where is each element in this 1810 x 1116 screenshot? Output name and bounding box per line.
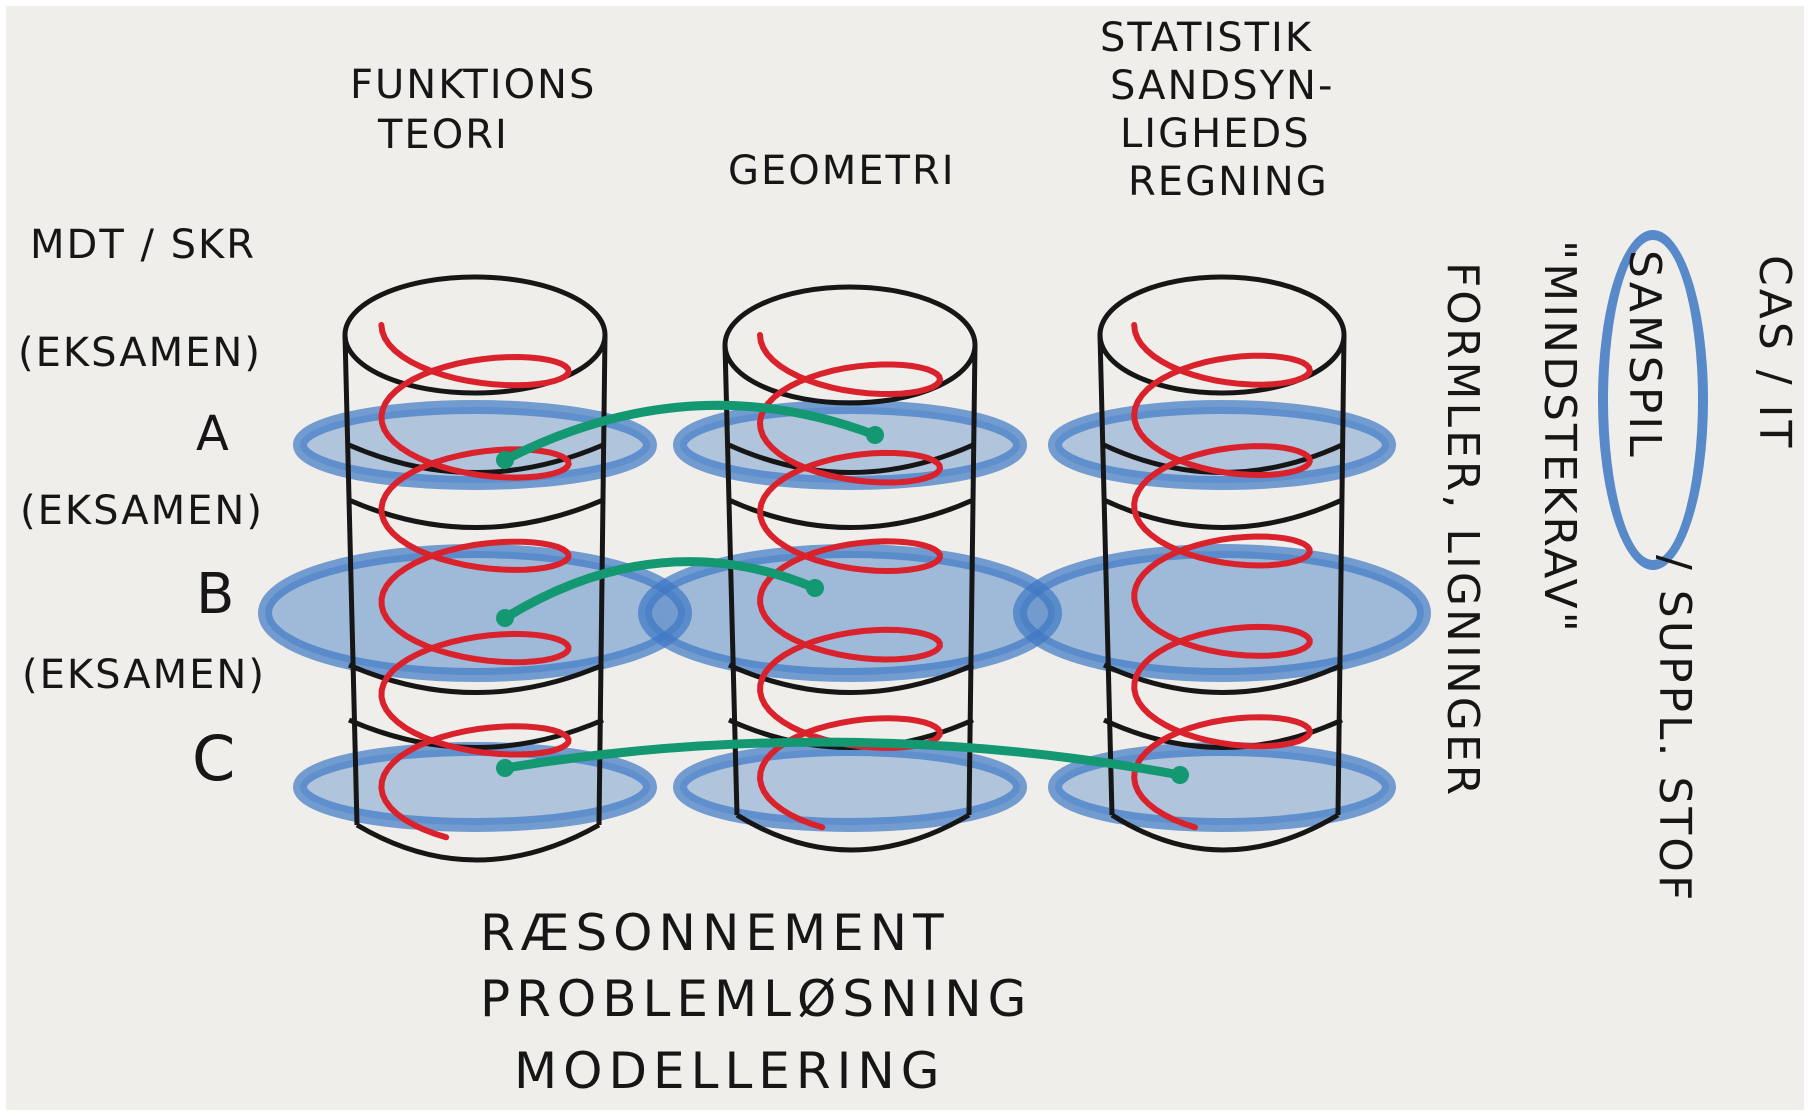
cylinder-bottom — [355, 822, 601, 863]
cylinder-bottom — [735, 812, 971, 853]
cylinder-section-line — [348, 662, 604, 695]
cylinder-side-left — [342, 334, 360, 826]
samspil-oval — [1598, 230, 1708, 570]
label-eksamen-2: (EKSAMEN) — [20, 488, 264, 534]
label-eksamen-1: (EKSAMEN) — [18, 330, 262, 376]
connector-end-dot — [496, 451, 514, 469]
column-title-line: TEORI — [378, 112, 509, 158]
column-title-statistik: STATISTIK SANDSYN- LIGHEDS REGNING — [1100, 14, 1334, 206]
connector-end-dot — [1171, 766, 1189, 784]
cylinder-section-line — [727, 442, 975, 475]
column-title-line: STATISTIK — [1100, 15, 1314, 61]
cylinder-side-left — [722, 344, 740, 816]
connector-arc — [500, 400, 880, 465]
level-ring — [638, 544, 1062, 682]
connector-end-dot — [496, 759, 514, 777]
cylinder-section-line — [348, 717, 604, 750]
column-title-funktionsteori: FUNKTIONS TEORI — [350, 60, 596, 160]
cylinder-side-right — [1335, 334, 1347, 816]
label-modellering: MODELLERING — [514, 1042, 946, 1100]
label-mdt-skr: MDT / SKR — [30, 222, 257, 268]
spiral — [378, 322, 572, 841]
level-ring — [293, 400, 657, 490]
column-title-geometri: GEOMETRI — [728, 146, 956, 196]
label-level-b: B — [196, 562, 237, 627]
level-rings — [258, 400, 1431, 832]
label-level-a: A — [196, 406, 231, 462]
cylinder-side-right — [966, 344, 978, 816]
column-title-line: FUNKTIONS — [350, 62, 597, 108]
column-title-line: GEOMETRI — [728, 148, 956, 194]
connector-end-dot — [866, 426, 884, 444]
column-title-line: SANDSYN- — [1110, 63, 1335, 109]
label-eksamen-3: (EKSAMEN) — [22, 652, 266, 698]
cylinder-bottom — [1110, 812, 1340, 853]
connectors — [496, 400, 1189, 784]
connector-end-dot — [496, 609, 514, 627]
connector-arc — [500, 737, 1185, 780]
column-title-line: LIGHEDS — [1120, 111, 1311, 157]
level-ring — [1013, 544, 1431, 682]
label-level-c: C — [192, 722, 238, 795]
spiral — [1131, 322, 1313, 831]
cylinder-side-left — [1097, 334, 1115, 816]
connector-end-dot — [806, 579, 824, 597]
label-problemloesning: PROBLEMLØSNING — [480, 970, 1033, 1028]
connector-arc — [500, 557, 820, 623]
column-title-line: REGNING — [1128, 159, 1329, 205]
label-raesonnement: RÆSONNEMENT — [480, 904, 950, 962]
